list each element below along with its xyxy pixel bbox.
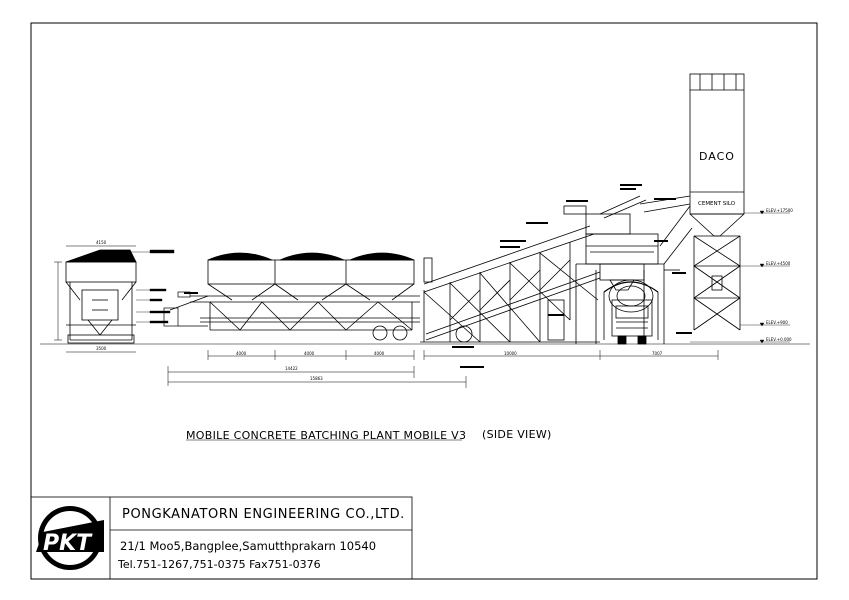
- dim-mixer: 7007: [652, 351, 663, 356]
- truck-mixer: [603, 279, 659, 345]
- drawing-title: MOBILE CONCRETE BATCHING PLANT MOBILE V3: [186, 429, 467, 442]
- dim-bins-span: 14422: [285, 366, 298, 371]
- link-frame: [163, 291, 209, 327]
- mixer-tower: [563, 195, 693, 344]
- dimension-lines: [167, 350, 719, 388]
- title-block-frame: [30, 496, 413, 580]
- silo-label: CEMENT SILO: [698, 201, 736, 207]
- dim-bin-3: 4000: [374, 351, 385, 356]
- dim-loader-width: 3500: [96, 346, 107, 351]
- elevation-1: ELEV.+17500: [766, 208, 793, 213]
- loader-hopper: [54, 245, 137, 353]
- silo-brand: DACO: [699, 150, 735, 163]
- inclined-conveyor: [420, 225, 601, 343]
- company-logo: PKT: [36, 506, 104, 570]
- dim-overall: 15863: [310, 376, 323, 381]
- elevation-lines: [690, 210, 790, 344]
- dim-conveyor: 10000: [504, 351, 517, 356]
- dim-bin-1: 4000: [236, 351, 247, 356]
- elevation-4: ELEV.+0.000: [766, 337, 792, 342]
- dim-bin-2: 4000: [304, 351, 315, 356]
- dim-loader-top: 4150: [96, 240, 107, 245]
- cement-silo: [689, 73, 745, 331]
- company-phone: Tel.751-1267,751-0375 Fax751-0376: [118, 558, 321, 571]
- company-name: PONGKANATORN ENGINEERING CO.,LTD.: [122, 507, 405, 522]
- small-callouts: [184, 184, 692, 368]
- company-address: 21/1 Moo5,Bangplee,Samutthprakarn 10540: [120, 539, 377, 553]
- loader-callouts: [130, 249, 175, 324]
- sheet-border: [30, 22, 818, 580]
- logo-text: PKT: [43, 531, 93, 556]
- aggregate-bins: [190, 252, 420, 341]
- drawing-view: (SIDE VIEW): [482, 428, 552, 441]
- elevation-3: ELEV.+900: [766, 320, 788, 325]
- elevation-2: ELEV.+4500: [766, 261, 791, 266]
